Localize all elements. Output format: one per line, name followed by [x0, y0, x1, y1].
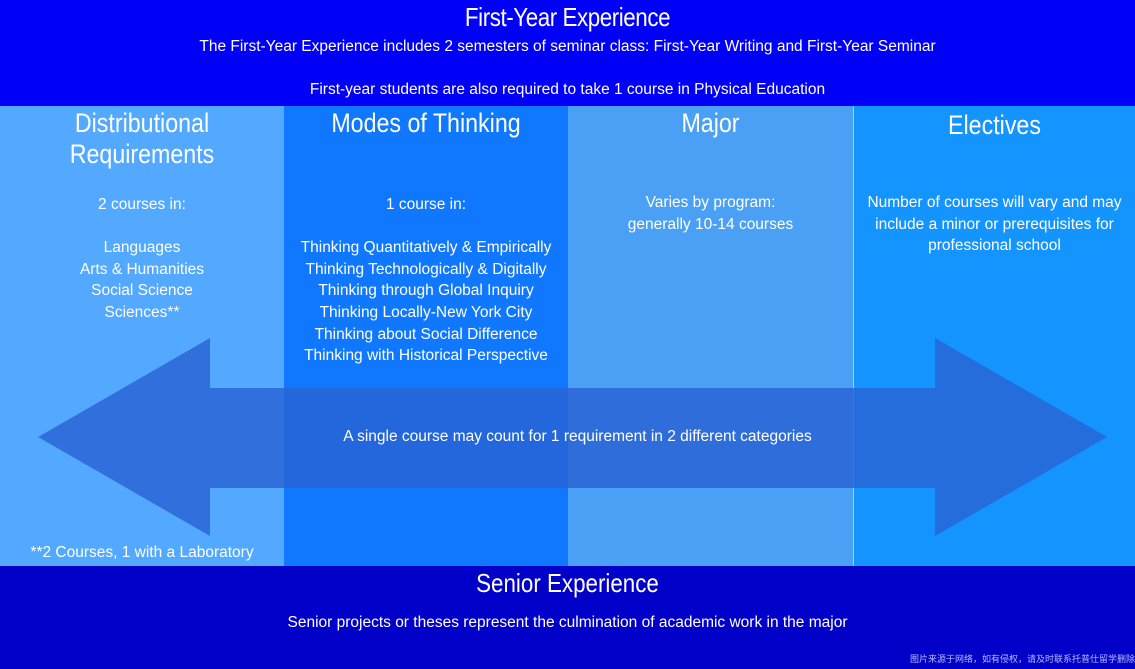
column-title: Major	[681, 108, 740, 138]
laboratory-footnote: **2 Courses, 1 with a Laboratory	[30, 544, 254, 561]
senior-description: Senior projects or theses represent the …	[287, 614, 848, 631]
senior-experience-section: Senior Experience Senior projects or the…	[0, 566, 1135, 669]
major-line: Varies by program:	[645, 194, 776, 211]
list-item: Thinking Technologically & Digitally	[305, 260, 547, 278]
distributional-requirements-column: Distributional Requirements 2 courses in…	[0, 106, 284, 566]
list-item: Arts & Humanities	[79, 260, 205, 278]
list-item: Thinking Quantitatively & Empirically	[300, 239, 552, 257]
double-count-note: A single course may count for 1 requirem…	[343, 428, 812, 445]
column-intro: 2 courses in:	[98, 196, 186, 213]
list-item: Thinking through Global Inquiry	[318, 282, 534, 300]
modes-of-thinking-column: Modes of Thinking 1 course in: Thinking …	[284, 106, 568, 566]
column-body: 1 course in: Thinking Quantitatively & E…	[284, 194, 568, 367]
electives-text: Number of courses will vary and may incl…	[867, 194, 1122, 255]
first-year-title: First-Year Experience	[464, 2, 671, 32]
list-item: Languages	[103, 239, 181, 257]
senior-title: Senior Experience	[476, 568, 659, 598]
first-year-seminar-text: The First-Year Experience includes 2 sem…	[199, 38, 936, 55]
electives-column: Electives Number of courses will vary an…	[853, 106, 1135, 566]
major-column: Major Varies by program: generally 10-14…	[568, 106, 853, 566]
column-body: Varies by program: generally 10-14 cours…	[568, 192, 853, 235]
list-item: Sciences**	[104, 303, 180, 321]
column-body: 2 courses in: Languages Arts & Humanitie…	[0, 194, 284, 324]
first-year-pe-text: First-year students are also required to…	[309, 81, 826, 98]
list-item: Thinking with Historical Perspective	[304, 347, 548, 365]
column-title: Distributional Requirements	[69, 108, 215, 169]
first-year-section: First-Year Experience The First-Year Exp…	[0, 0, 1135, 106]
list-item: Thinking Locally-New York City	[319, 303, 533, 321]
column-body: Number of courses will vary and may incl…	[854, 192, 1135, 257]
watermark-text: 图片来源于网络，如有侵权，请及时联系托普仕留学删除	[909, 654, 1135, 664]
list-item: Thinking about Social Difference	[314, 325, 538, 343]
column-title: Electives	[948, 110, 1041, 140]
column-title: Modes of Thinking	[331, 108, 521, 138]
column-intro: 1 course in:	[385, 196, 467, 213]
major-line: generally 10-14 courses	[627, 215, 794, 233]
list-item: Social Science	[91, 282, 193, 300]
